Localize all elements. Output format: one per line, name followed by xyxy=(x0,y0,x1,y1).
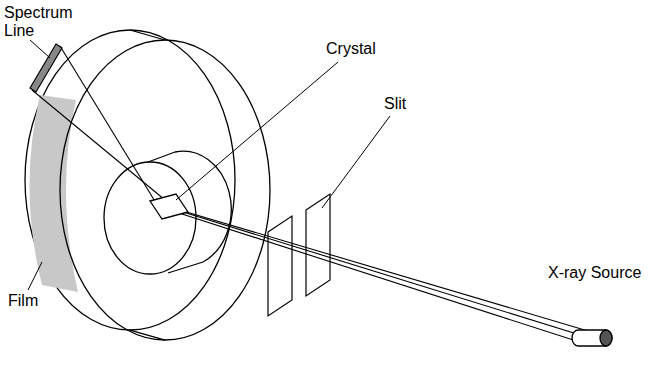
slit-plates xyxy=(268,194,330,316)
leader-line xyxy=(322,116,390,208)
leader-line xyxy=(30,40,50,58)
part-label: Slit xyxy=(384,95,406,113)
incident-beam xyxy=(182,214,592,346)
camera-drum xyxy=(25,30,270,340)
x-ray-source xyxy=(572,330,612,346)
slit-plate xyxy=(268,216,292,316)
part-label: Crystal xyxy=(326,40,376,58)
crystal-slab xyxy=(150,194,188,219)
diffracted-beam xyxy=(32,90,182,214)
part-label: X-ray Source xyxy=(548,264,641,282)
x-ray-beams xyxy=(32,46,592,346)
slit-plate xyxy=(306,194,330,296)
part-label: Spectrum Line xyxy=(4,4,76,40)
part-label: Film xyxy=(8,292,38,310)
drum-back-rim xyxy=(25,30,235,330)
drum-front-rim xyxy=(60,40,270,340)
leader-line xyxy=(28,262,42,290)
hub-front-face xyxy=(104,162,196,274)
incident-beam xyxy=(170,208,590,338)
leader-line xyxy=(176,62,338,200)
source-tube xyxy=(572,330,612,346)
incident-beam xyxy=(156,203,588,331)
source-window xyxy=(600,330,612,346)
drum-top-edge xyxy=(130,30,165,40)
spectrum-line xyxy=(30,44,62,92)
leader-lines xyxy=(28,40,390,290)
